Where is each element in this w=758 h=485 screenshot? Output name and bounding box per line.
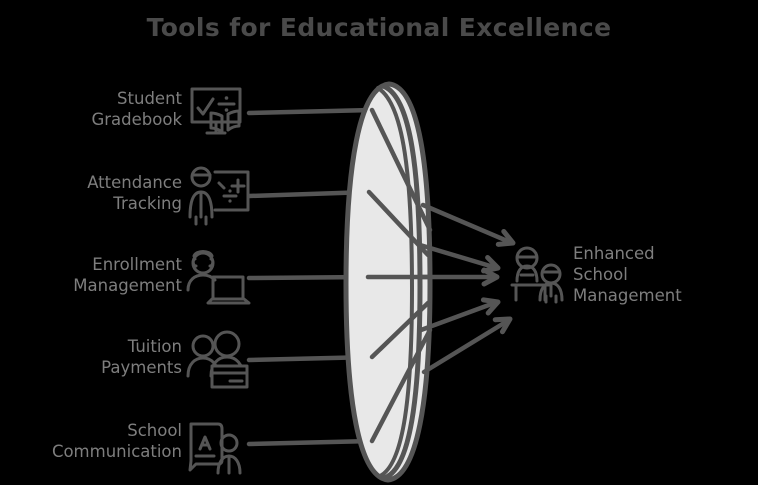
output-arrow-5-line [421,317,512,375]
input-label-student-gradebook: Student Gradebook [91,89,182,129]
tuition-icon [186,330,249,389]
output-arrow-4-line [418,299,500,333]
connector-line-communication [246,438,375,447]
enrollment-icon [186,250,251,305]
output-arrow-2-line [417,242,500,271]
internal-path-5 [369,327,433,444]
funnel-outline-inner-2 [376,86,414,478]
school-management-icon [510,246,564,304]
input-label-tuition-payments: Tuition Payments [101,337,182,377]
input-label-school-communication: School Communication [51,421,182,461]
funnel-outline-inner [380,83,423,481]
gradebook-icon [190,87,242,135]
internal-path-4 [369,300,431,360]
funnel-internal-paths [365,107,433,444]
output-arrowheads [483,231,515,331]
page-title: Tools for Educational Excellence [146,13,612,42]
input-label-enrollment-management: Enrollment Management [73,255,182,295]
input-connector-lines [246,107,375,447]
funnel-outline-outer [343,81,433,483]
internal-path-1 [369,107,433,233]
input-label-attendance-tracking: Attendance Tracking [87,173,182,213]
output-arrow-1-line [420,202,515,246]
output-label-enhanced-school-management: Enhanced School Management [573,244,682,305]
communication-icon [188,422,242,475]
output-arrows [416,202,515,375]
attendance-icon [188,166,250,226]
connector-line-gradebook [246,107,375,116]
